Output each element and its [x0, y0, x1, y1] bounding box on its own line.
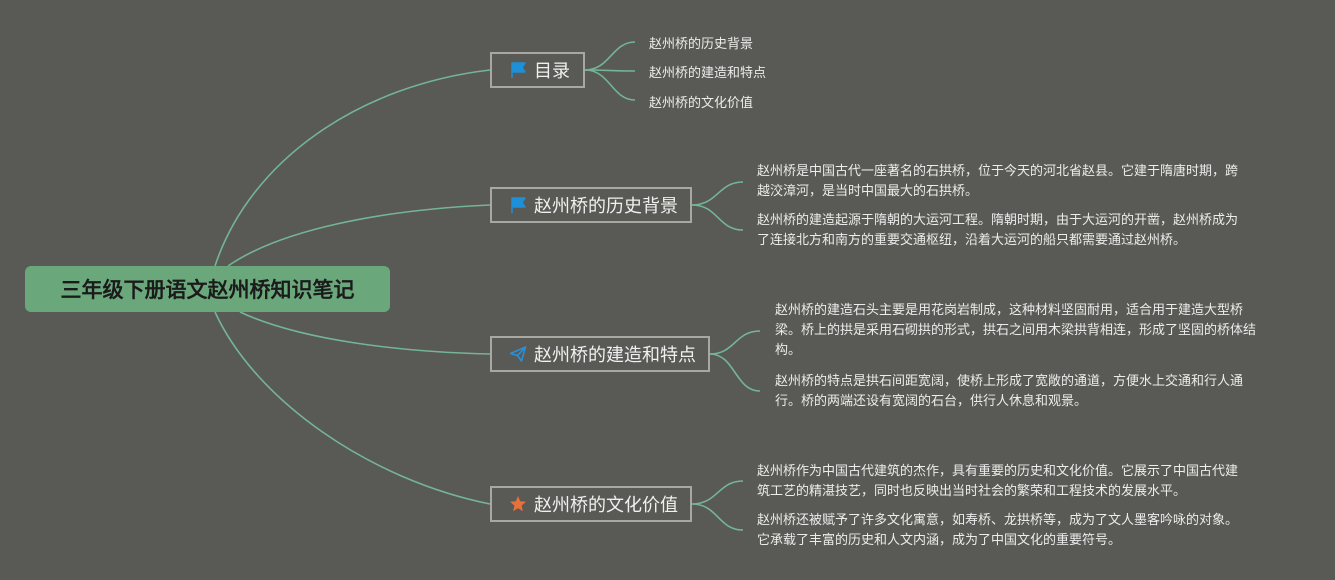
- paper-plane-icon: [508, 344, 528, 364]
- culture-paragraph[interactable]: 赵州桥还被赋予了许多文化寓意，如寿桥、龙拱桥等，成为了文人墨客吟咏的对象。它承载…: [757, 513, 1239, 548]
- contents-item[interactable]: 赵州桥的文化价值: [649, 96, 754, 111]
- topic-label: 目录: [534, 61, 570, 82]
- connector-b1-leaf-1: [584, 41, 636, 71]
- history-paragraph[interactable]: 赵州桥的建造起源于隋朝的大运河工程。隋朝时期，由于大运河的开凿，赵州桥成为了连接…: [757, 213, 1239, 248]
- construction-paragraph[interactable]: 赵州桥的建造石头主要是用花岗岩制成，这种材料坚固耐用，适合用于建造大型桥梁。桥上…: [775, 303, 1257, 358]
- topic-label: 赵州桥的建造和特点: [534, 345, 696, 366]
- construction-paragraph[interactable]: 赵州桥的特点是拱石间距宽阔，使桥上形成了宽敞的通道，方便水上交通和行人通行。桥的…: [775, 374, 1244, 409]
- connector-b4-leaf-2: [691, 503, 744, 531]
- connector-b3-leaf-2: [709, 353, 761, 392]
- connector-root-branch-2: [227, 204, 491, 267]
- culture-paragraph[interactable]: 赵州桥作为中国古代建筑的杰作，具有重要的历史和文化价值。它展示了中国古代建筑工艺…: [757, 464, 1239, 499]
- blue-flag-icon: [508, 60, 528, 80]
- connector-root-branch-3: [239, 311, 491, 355]
- connector-b2-leaf-2: [691, 204, 744, 231]
- orange-star-icon: [508, 494, 528, 514]
- blue-flag-icon: [508, 195, 528, 215]
- topic-construction[interactable]: 赵州桥的建造和特点: [490, 336, 710, 372]
- topic-label: 赵州桥的文化价值: [534, 495, 678, 516]
- connector-root-branch-1: [214, 69, 491, 267]
- history-paragraph[interactable]: 赵州桥是中国古代一座著名的石拱桥，位于今天的河北省赵县。它建于隋唐时期，跨越洨漳…: [757, 164, 1239, 199]
- contents-item[interactable]: 赵州桥的历史背景: [649, 37, 754, 52]
- contents-item[interactable]: 赵州桥的建造和特点: [649, 66, 767, 81]
- topic-contents[interactable]: 目录: [490, 52, 585, 88]
- connector-b2-leaf-1: [691, 181, 744, 206]
- topic-label: 赵州桥的历史背景: [534, 196, 678, 217]
- root-title: 三年级下册语文赵州桥知识笔记: [60, 278, 355, 302]
- root-topic[interactable]: 三年级下册语文赵州桥知识笔记: [25, 266, 390, 312]
- connector-b1-leaf-3: [584, 69, 636, 101]
- connector-b4-leaf-1: [691, 480, 744, 505]
- topic-history[interactable]: 赵州桥的历史背景: [490, 187, 692, 223]
- connector-root-branch-4: [214, 311, 491, 505]
- topic-culture[interactable]: 赵州桥的文化价值: [490, 486, 692, 522]
- connector-b3-leaf-1: [709, 330, 761, 355]
